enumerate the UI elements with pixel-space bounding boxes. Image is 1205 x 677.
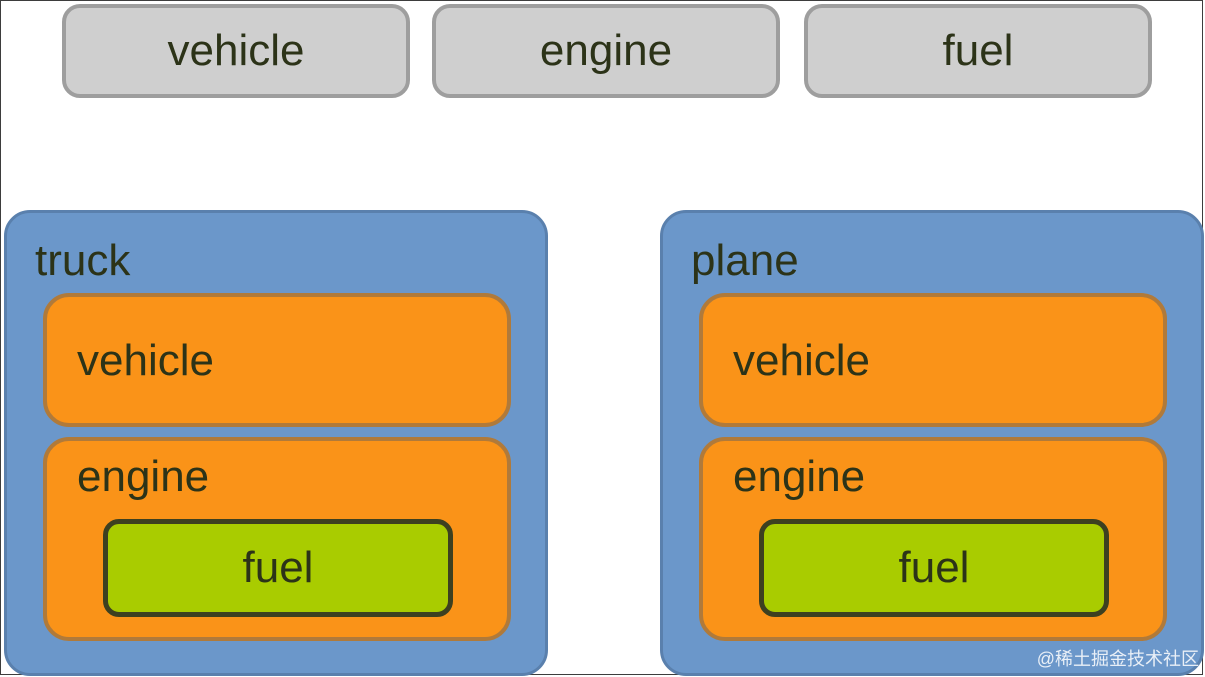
truck-container: truck vehicle engine fuel [4, 210, 548, 676]
top-vehicle-label: vehicle [167, 26, 305, 75]
truck-fuel-label: fuel [242, 543, 314, 592]
plane-fuel-label: fuel [898, 543, 970, 592]
plane-engine-box: engine fuel [699, 437, 1167, 641]
top-fuel-box: fuel [804, 4, 1152, 98]
truck-fuel-box: fuel [103, 519, 453, 617]
truck-title: truck [35, 236, 131, 285]
top-fuel-label: fuel [942, 26, 1014, 75]
plane-vehicle-box: vehicle [699, 293, 1167, 427]
plane-container: plane vehicle engine fuel [660, 210, 1204, 676]
truck-engine-box: engine fuel [43, 437, 511, 641]
plane-vehicle-label: vehicle [733, 336, 870, 385]
top-engine-label: engine [539, 26, 673, 75]
truck-engine-label: engine [77, 452, 210, 501]
truck-vehicle-label: vehicle [77, 336, 214, 385]
truck-vehicle-box: vehicle [43, 293, 511, 427]
top-engine-box: engine [432, 4, 780, 98]
top-vehicle-box: vehicle [62, 4, 410, 98]
plane-title: plane [691, 236, 799, 285]
plane-engine-label: engine [733, 452, 866, 501]
plane-fuel-box: fuel [759, 519, 1109, 617]
watermark-text: @稀土掘金技术社区 [1036, 649, 1199, 669]
